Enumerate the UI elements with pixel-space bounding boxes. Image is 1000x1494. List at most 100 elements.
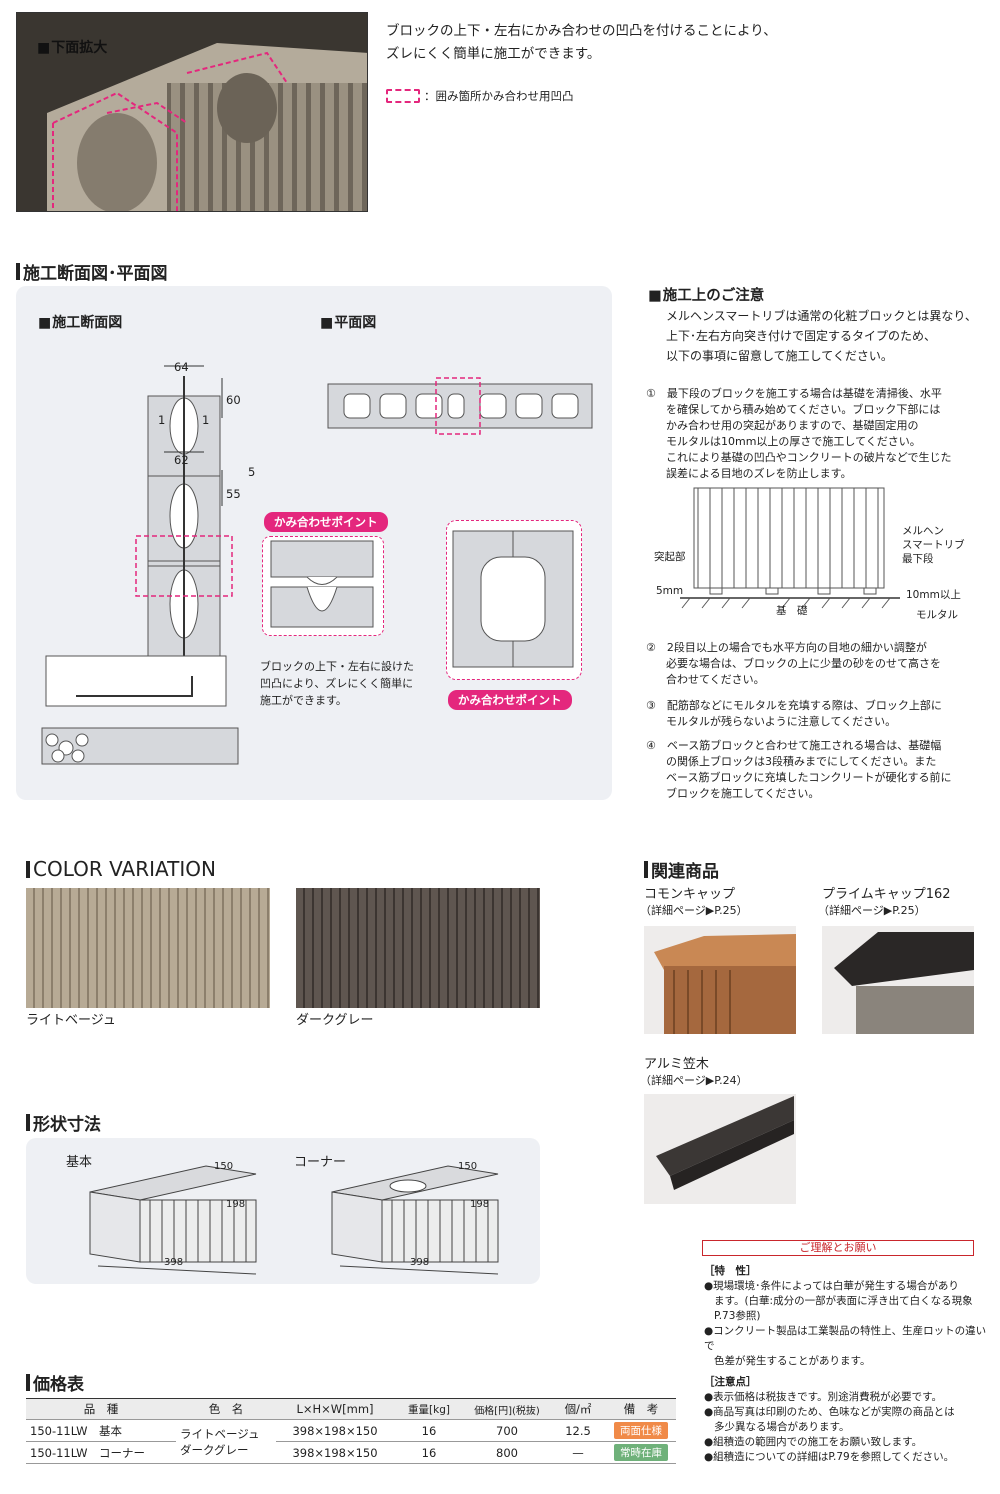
dim-55: 55	[226, 487, 241, 501]
feature-line: ます。(白華:成分の一部が表面に浮き出て白くなる現象	[714, 1295, 973, 1307]
common-cap-image	[644, 926, 796, 1034]
cautions-title: 施工上のご注意	[648, 284, 765, 305]
related-title: 関連商品	[644, 857, 719, 882]
top-description: ブロックの上下・左右にかみ合わせの凹凸を付けることにより、 ズレにくく簡単に施工…	[386, 20, 777, 66]
cell-note: 両面仕様	[606, 1419, 676, 1442]
shape-corner-label: コーナー	[294, 1155, 347, 1170]
caution-line: ブロックを施工してください。	[666, 787, 820, 800]
point-line: 多少異なる場合があります。	[714, 1421, 850, 1433]
corner-dim-150: 150	[458, 1161, 478, 1172]
caution-line: 合わせてください。	[666, 673, 765, 686]
shape-panel: 基本 コーナー 150 198 398 150 198 398	[26, 1138, 540, 1284]
construction-panel: 施工断面図 平面図 64 60 1 1 62 5 55	[16, 286, 612, 800]
cell-price: 800	[464, 1441, 550, 1464]
interlock-badge-2: かみ合わせポイント	[448, 690, 572, 710]
caution-line: かみ合わせ用の突起がありますので、基礎固定用の	[666, 419, 919, 432]
feature-title: ［特 性］	[704, 1265, 757, 1277]
color-label-light-beige: ライトベージュ	[26, 1013, 116, 1028]
color-name: ライトベージュ	[180, 1426, 260, 1441]
label-mortar: モルタル	[916, 609, 958, 621]
related-name-common-cap: コモンキャップ	[644, 887, 736, 902]
feature-line: ●現場環境･条件によっては白華が発生する場合があり	[704, 1280, 959, 1292]
caution-item-3: ③ 配筋部などにモルタルを充填する際は、ブロック上部に モルタルが残らないように…	[646, 698, 942, 730]
corner-dim-198: 198	[470, 1199, 490, 1210]
plan-detail	[452, 530, 574, 668]
cell-per-sqm: 12.5	[550, 1419, 606, 1442]
corner-dim-398: 398	[410, 1257, 430, 1268]
caution-line: の関係上ブロックは3段積みまでにしてください。また	[666, 755, 937, 768]
shape-title: 形状寸法	[26, 1110, 101, 1135]
desc-line: ズレにくく簡単に施工ができます。	[386, 46, 601, 62]
dashed-legend-icon	[386, 89, 420, 103]
cell-price: 700	[464, 1419, 550, 1442]
dim-64: 64	[174, 360, 189, 374]
desc-line: ブロックの上下・左右にかみ合わせの凹凸を付けることにより、	[386, 23, 777, 39]
color-variation-title: COLOR VARIATION	[26, 857, 216, 881]
caution-line: ② 2段目以上の場合でも水平方向の目地の細かい調整が	[646, 641, 927, 654]
col-per-sqm: 個/㎡	[550, 1398, 606, 1420]
foundation-diagram	[680, 487, 900, 609]
common-cap-illustration	[654, 934, 796, 1034]
interlock-zoom	[262, 536, 384, 636]
feature-line: ●コンクリート製品は工業製品の特性上、生産ロットの違いで	[704, 1325, 987, 1352]
legend-text: ：囲み箇所かみ合わせ用凹凸	[424, 89, 574, 103]
caution-line: モルタルが残らないように注意してください。	[666, 715, 897, 728]
intro-line: 以下の事項に留意して施工してください。	[666, 349, 893, 363]
dim-1b: 1	[202, 413, 210, 427]
diagram-label: 最下段	[902, 553, 934, 565]
caption-line: ブロックの上下・左右に設けた	[260, 660, 414, 673]
aluminum-coping-illustration	[656, 1096, 794, 1190]
corner-block-drawing	[331, 1165, 499, 1275]
cell-code: 150-11LW 基本	[26, 1419, 176, 1442]
price-table: 品 種 色 名 L×H×W[mm] 重量[kg] 価格[円](税抜) 個/㎡ 備…	[26, 1398, 676, 1464]
block-photo-illustration	[17, 13, 367, 211]
price-header-row: 品 種 色 名 L×H×W[mm] 重量[kg] 価格[円](税抜) 個/㎡ 備…	[26, 1398, 676, 1420]
feature-line: 色差が発生することがあります。	[714, 1355, 871, 1367]
caution-line: これにより基礎の凹凸やコンクリートの破片などで生じた	[666, 451, 952, 464]
col-weight: 重量[kg]	[394, 1398, 464, 1420]
photo-label: 下面拡大	[37, 37, 107, 57]
col-color: 色 名	[176, 1398, 276, 1420]
caution-line: ベース筋ブロックに充填したコンクリートが硬化する前に	[666, 771, 952, 784]
basic-dim-198: 198	[226, 1199, 246, 1210]
col-type: 品 種	[26, 1398, 176, 1420]
color-swatch-light-beige	[26, 888, 270, 1008]
legend: ：囲み箇所かみ合わせ用凹凸	[386, 88, 574, 104]
color-swatch-dark-gray	[296, 888, 540, 1008]
feature-line: P.73参照)	[714, 1310, 761, 1322]
prime-cap-image	[822, 926, 974, 1034]
double-sided-tag: 両面仕様	[614, 1422, 668, 1439]
aluminum-coping-image	[644, 1094, 796, 1204]
notice-features: ［特 性］ ●現場環境･条件によっては白華が発生する場合があり ます。(白華:成…	[704, 1264, 994, 1465]
plan-drawing	[327, 377, 593, 435]
point-line: ●表示価格は税抜きです。別途消費税が必要です。	[704, 1391, 943, 1403]
basic-dim-398: 398	[164, 1257, 184, 1268]
related-detail-common-cap: （詳細ページ▶P.25）	[640, 904, 748, 917]
caution-item-2: ② 2段目以上の場合でも水平方向の目地の細かい調整が 必要な場合は、ブロックの上…	[646, 640, 941, 688]
dim-60: 60	[226, 393, 241, 407]
cell-size: 398×198×150	[276, 1441, 394, 1464]
diagram-label-top: メルヘン スマートリブ 最下段	[902, 524, 965, 566]
dim-62: 62	[174, 453, 189, 467]
cautions-intro: メルヘンスマートリブは通常の化粧ブロックとは異なり、 上下･左右方向突き付けで固…	[666, 306, 977, 366]
table-row: 150-11LW コーナー 398×198×150 16 800 — 常時在庫	[26, 1441, 676, 1464]
table-row: 150-11LW 基本 ライトベージュ ダークグレー 398×198×150 1…	[26, 1419, 676, 1464]
basic-block-drawing	[89, 1165, 257, 1275]
zoom-caption: ブロックの上下・左右に設けた 凹凸により、ズレにくく簡単に 施工ができます。	[260, 658, 414, 709]
caption-line: 凹凸により、ズレにくく簡単に	[260, 677, 414, 690]
points-title: ［注意点］	[704, 1376, 757, 1388]
caution-item-1: ① 最下段のブロックを施工する場合は基礎を清掃後、水平 を確保してから積み始めて…	[646, 386, 952, 482]
caution-line: 誤差による目地のズレを防止します。	[666, 467, 852, 480]
caution-line: ③ 配筋部などにモルタルを充填する際は、ブロック上部に	[646, 699, 942, 712]
bottom-closeup-photo: 下面拡大	[16, 12, 368, 212]
dim-1a: 1	[158, 413, 166, 427]
col-size: L×H×W[mm]	[276, 1398, 394, 1420]
cell-weight: 16	[394, 1419, 464, 1442]
interlock-badge-1: かみ合わせポイント	[264, 512, 388, 532]
diagram-label: メルヘン	[902, 525, 944, 537]
label-base: 基 礎	[776, 605, 808, 617]
cell-color: ライトベージュ ダークグレー	[176, 1419, 276, 1464]
point-line: ●商品写真は印刷のため、色味などが実際の商品とは	[704, 1406, 955, 1418]
cell-note: 常時在庫	[606, 1441, 676, 1464]
color-label-dark-gray: ダークグレー	[296, 1013, 374, 1028]
